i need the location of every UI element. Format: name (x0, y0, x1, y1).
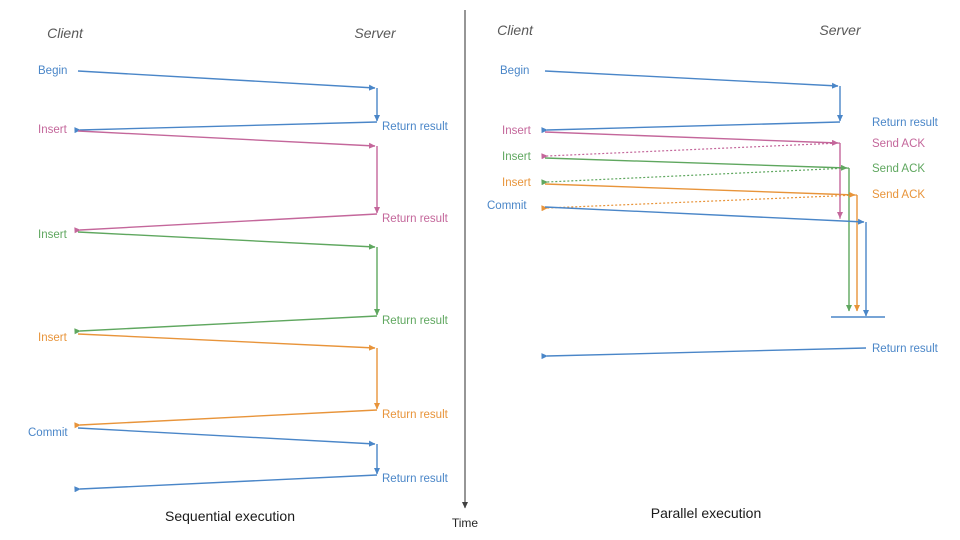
response-label-0: Return result (382, 121, 449, 133)
request-label-p-commit: Commit (487, 200, 527, 212)
response-label-p-0: Return result (872, 117, 939, 129)
ack-arrow-orange-3 (541, 194, 858, 212)
panel-caption-sequential: Sequential execution (165, 508, 295, 524)
request-label-begin: Begin (38, 65, 67, 77)
server-lifeline-header: Server (354, 25, 397, 41)
request-label-p-insert-3: Insert (502, 177, 532, 189)
response-arrow-blue-4 (74, 474, 378, 493)
request-arrow-blue-0 (77, 70, 376, 91)
request-label-insert-2: Insert (38, 229, 68, 241)
response-arrow-blue-0 (541, 121, 841, 134)
ack-arrow-green-2 (541, 167, 850, 186)
request-label-insert-3: Insert (38, 332, 68, 344)
request-arrow-orange-3 (77, 333, 376, 351)
client-lifeline-header-parallel: Client (497, 22, 534, 38)
client-lifeline-header: Client (47, 25, 84, 41)
response-label-4: Return result (382, 473, 449, 485)
response-label-p-1: Send ACK (872, 138, 925, 150)
server-lifeline-header-parallel: Server (819, 22, 862, 38)
response-label-3: Return result (382, 409, 449, 421)
response-arrow-blue-4 (541, 347, 867, 360)
request-label-p-begin: Begin (500, 65, 529, 77)
request-arrow-blue-4 (544, 206, 865, 225)
ack-arrow-pink-1 (541, 142, 841, 160)
response-label-p-3: Send ACK (872, 189, 925, 201)
request-arrow-blue-4 (77, 427, 376, 447)
request-label-p-insert-2: Insert (502, 151, 532, 163)
response-label-p-2: Send ACK (872, 163, 925, 175)
response-label-2: Return result (382, 315, 449, 327)
request-arrow-green-2 (544, 157, 848, 171)
request-label-p-insert-1: Insert (502, 125, 532, 137)
time-axis-label: Time (452, 516, 479, 530)
request-label-commit: Commit (28, 427, 68, 439)
panel-caption-parallel: Parallel execution (651, 505, 762, 521)
request-arrow-blue-0 (544, 70, 839, 89)
response-arrow-orange-3 (74, 409, 378, 429)
response-label-p-4: Return result (872, 343, 939, 355)
response-arrow-green-2 (74, 315, 378, 335)
request-arrow-pink-1 (77, 130, 376, 149)
request-arrow-green-2 (77, 231, 376, 250)
response-arrow-blue-0 (74, 121, 378, 134)
response-arrow-pink-1 (74, 213, 378, 234)
request-arrow-orange-3 (544, 183, 856, 198)
request-label-insert-1: Insert (38, 124, 68, 136)
request-arrow-pink-1 (544, 131, 839, 146)
response-label-1: Return result (382, 213, 449, 225)
